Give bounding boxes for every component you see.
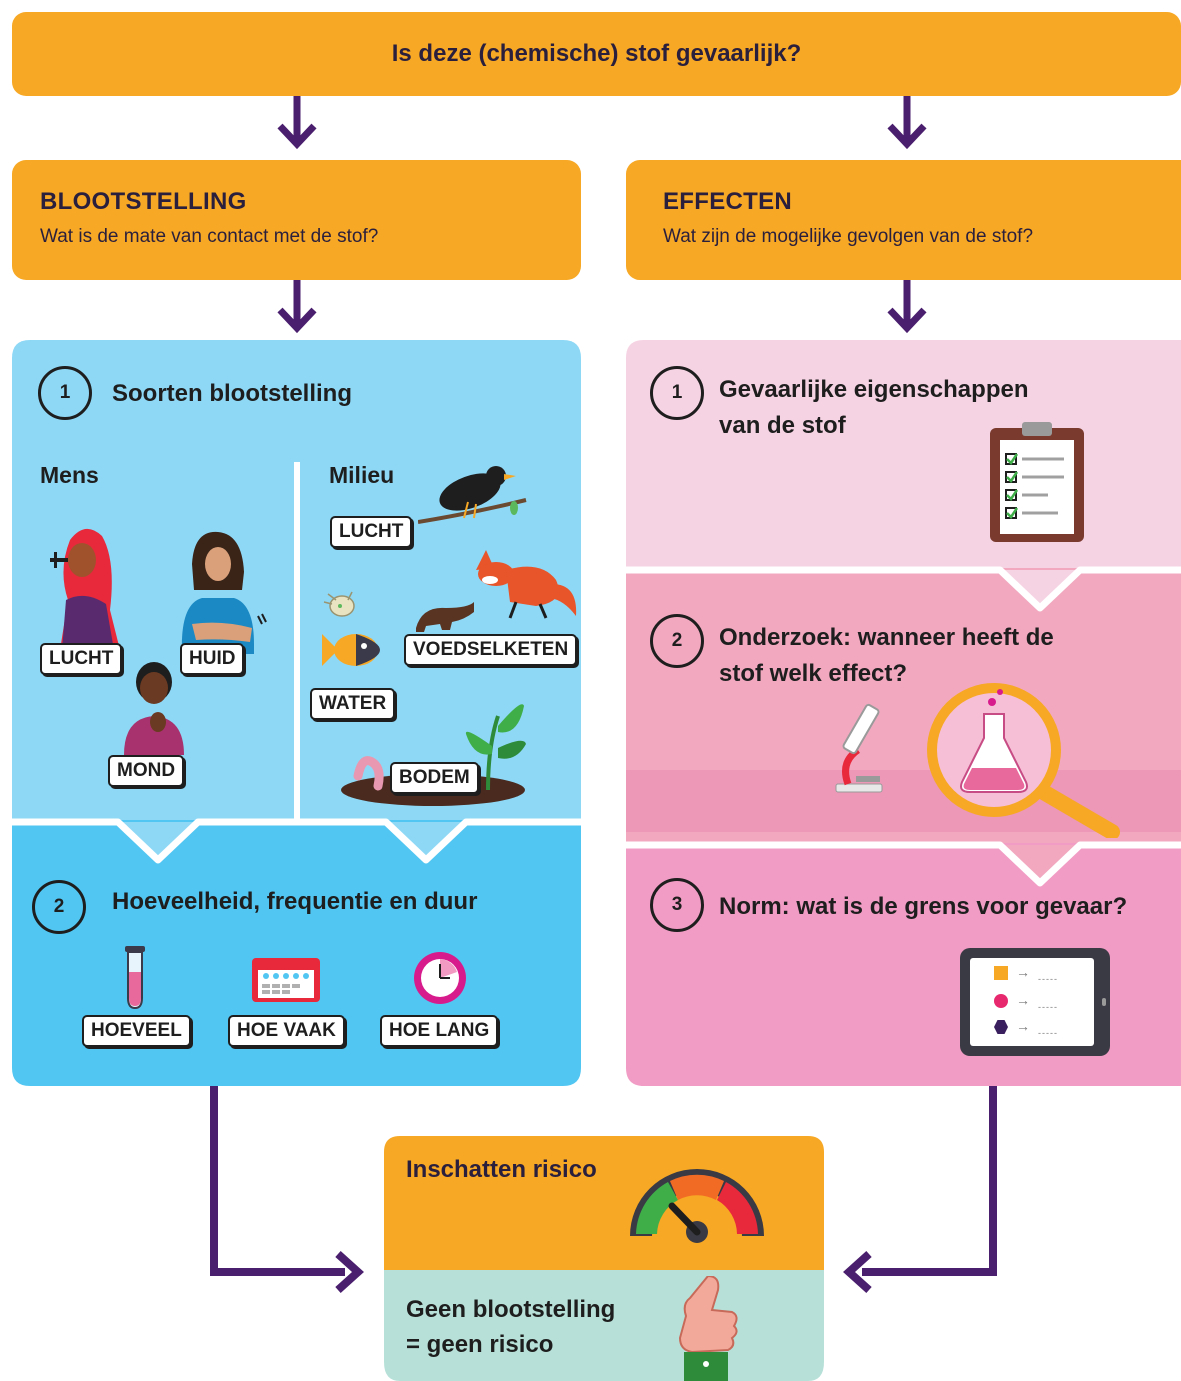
tablet-row-placeholder: ----- (1038, 1002, 1058, 1012)
top-question-text: Is deze (chemische) stof gevaarlijk? (391, 40, 802, 67)
mens-heading: Mens (40, 462, 99, 488)
title-line-2: stof welk effect? (719, 660, 908, 687)
soorten-blootstelling-title: Soorten blootstelling (112, 380, 352, 407)
arrow-right-icon: → (1016, 992, 1030, 1008)
fish-icon (322, 634, 380, 666)
tablet-icon: → → → ----- ----- ----- (960, 948, 1110, 1056)
measure-label-hoe-lang: HOE LANG (380, 1015, 499, 1047)
measure-label-hoeveel: HOEVEEL (82, 1015, 191, 1047)
text-line-2: = geen risico (406, 1331, 554, 1358)
geen-blootstelling-text: Geen blootstelling = geen risico (406, 1292, 615, 1362)
test-tube-icon (125, 946, 145, 1010)
circle-shape-icon (994, 994, 1008, 1008)
clock-icon (414, 952, 466, 1004)
blootstelling-title: BLOOTSTELLING (40, 188, 247, 215)
title-line-1: Onderzoek: wanneer heeft de (719, 624, 1054, 651)
milieu-label-bodem: BODEM (390, 762, 479, 794)
tablet-row-placeholder: ----- (1038, 1028, 1058, 1038)
effecten-title: EFFECTEN (663, 188, 793, 215)
arrow-right-icon: → (1016, 964, 1030, 980)
arrow-down-icon (277, 280, 317, 334)
title-line-2: van de stof (719, 412, 846, 439)
step-number-badge: 1 (650, 366, 704, 420)
milieu-label-voedselketen: VOEDSELKETEN (404, 634, 578, 666)
blootstelling-subtitle: Wat is de mate van contact met de stof? (40, 226, 379, 247)
plankton-icon (323, 591, 355, 617)
magnifier-flask-icon (927, 683, 1120, 838)
inschatten-risico-title: Inschatten risico (406, 1156, 597, 1183)
microscope-icon (835, 703, 883, 793)
woman-icon (50, 528, 120, 650)
arrow-right-icon: → (1016, 1018, 1030, 1034)
milieu-label-lucht: LUCHT (330, 516, 413, 548)
gevaarlijke-eigenschappen-title: Gevaarlijke eigenschappen van de stof (719, 372, 1028, 444)
onderzoek-title: Onderzoek: wanneer heeft de stof welk ef… (719, 620, 1054, 692)
step-number-badge: 3 (650, 878, 704, 932)
blootstelling-header: BLOOTSTELLING Wat is de mate van contact… (12, 160, 581, 280)
mens-label-mond: MOND (108, 755, 185, 787)
bird-icon (418, 466, 527, 524)
arrow-down-icon (887, 280, 927, 334)
top-question-banner: Is deze (chemische) stof gevaarlijk? (12, 12, 1181, 96)
text-line-1: Geen blootstelling (406, 1296, 616, 1323)
effecten-subtitle: Wat zijn de mogelijke gevolgen van de st… (663, 226, 1034, 247)
mens-label-huid: HUID (180, 643, 245, 675)
hoeveelheid-title: Hoeveelheid, frequentie en duur (112, 888, 478, 915)
thumbs-up-icon (678, 1276, 738, 1381)
tablet-row-placeholder: ----- (1038, 974, 1058, 984)
gauge-icon (630, 1169, 764, 1243)
calendar-icon (252, 958, 320, 1002)
person-mouth-icon (124, 662, 184, 755)
square-shape-icon (994, 966, 1008, 980)
mens-label-lucht: LUCHT (40, 643, 123, 675)
title-line-1: Gevaarlijke eigenschappen (719, 376, 1029, 403)
step-number-badge: 2 (650, 614, 704, 668)
norm-title: Norm: wat is de grens voor gevaar? (719, 893, 1128, 920)
measure-label-hoe-vaak: HOE VAAK (228, 1015, 345, 1047)
milieu-heading: Milieu (329, 462, 395, 488)
step-number-badge: 1 (38, 366, 92, 420)
clipboard-icon (990, 422, 1084, 542)
fox-icon (476, 550, 577, 619)
otter-icon (416, 602, 474, 632)
milieu-label-water: WATER (310, 688, 396, 720)
arrow-down-icon (277, 96, 317, 150)
arrow-down-icon (887, 96, 927, 150)
hexagon-shape-icon (994, 1020, 1008, 1034)
effecten-header: EFFECTEN Wat zijn de mogelijke gevolgen … (626, 160, 1181, 280)
step-number-badge: 2 (32, 880, 86, 934)
man-icon (181, 531, 267, 654)
